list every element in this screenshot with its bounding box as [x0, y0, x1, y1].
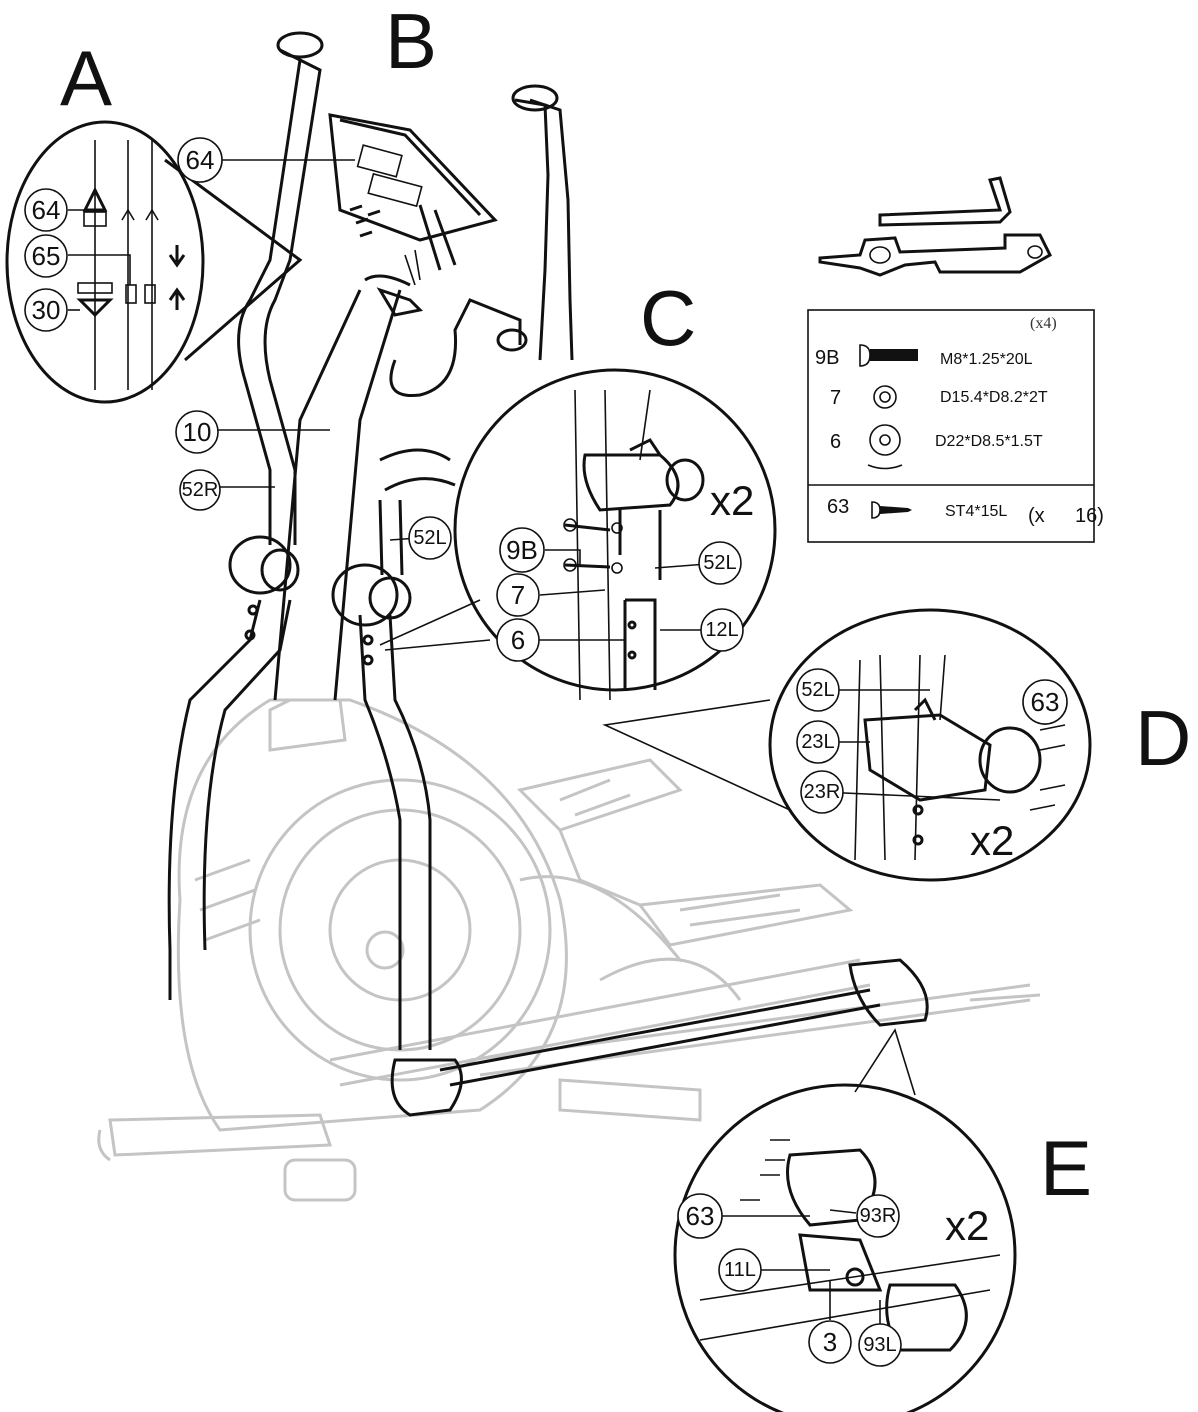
detail-c-callout [379, 368, 777, 701]
step-d-multiplier: x2 [970, 817, 1014, 864]
label-e-3: 3 [823, 1327, 837, 1357]
label-a-30: 30 [32, 295, 61, 325]
handlebar-arms [167, 31, 929, 1117]
step-c-multiplier: x2 [710, 477, 754, 524]
detail-a-labels: 64 65 30 [24, 188, 68, 332]
hw-spec-9b: M8*1.25*20L [940, 351, 1033, 368]
detail-d-labels: 52L 23L 23R 63 [796, 668, 1068, 814]
hw-spec-6: D22*D8.5*1.5T [935, 433, 1043, 450]
detail-c-labels: 9B 7 6 52L 12L [496, 527, 744, 662]
hw-qty-open-63: (x [1028, 505, 1045, 527]
label-a-64: 64 [32, 195, 61, 225]
label-d-63: 63 [1031, 687, 1060, 717]
hw-part-7: 7 [830, 387, 841, 409]
label-e-93r: 93R [860, 1205, 897, 1227]
label-e-11l: 11L [724, 1259, 756, 1281]
label-c-52l: 52L [703, 552, 736, 574]
hardware-table: (x4) 9B M8*1.25*20L 7 D15.4*D8.2*2T 6 D2… [807, 309, 1104, 543]
console-display [328, 113, 498, 286]
label-64-console: 64 [186, 145, 215, 175]
label-c-7: 7 [511, 580, 525, 610]
elliptical-frame-faint [97, 698, 1041, 1202]
hw-spec-7: D15.4*D8.2*2T [940, 389, 1048, 406]
label-c-9b: 9B [506, 535, 538, 565]
allen-key-icon [878, 176, 1012, 227]
quantity-header: (x4) [1030, 315, 1057, 332]
label-52r-arm: 52R [182, 479, 219, 501]
step-e-multiplier: x2 [945, 1202, 989, 1249]
flat-washer-icon [867, 424, 903, 470]
spanner-icon [818, 233, 1052, 277]
step-b-letter: B [385, 0, 437, 85]
bolt-icon [859, 344, 918, 367]
label-e-63: 63 [686, 1201, 715, 1231]
detail-e-labels: 63 93R 11L 3 93L [677, 1193, 902, 1367]
label-d-23r: 23R [804, 781, 841, 803]
screw-icon [871, 501, 912, 519]
console-screws [349, 204, 381, 238]
hw-qty-value-63: 16) [1075, 505, 1104, 527]
hw-part-63: 63 [827, 496, 849, 518]
label-10-mast: 10 [183, 417, 212, 447]
label-e-93l: 93L [863, 1334, 896, 1356]
label-d-52l: 52L [801, 679, 834, 701]
label-a-65: 65 [32, 241, 61, 271]
hw-spec-63: ST4*15L [945, 503, 1007, 520]
hw-part-9b: 9B [815, 347, 839, 369]
label-c-12l: 12L [705, 619, 738, 641]
detail-e-callout [673, 1028, 1017, 1412]
step-d-letter: D [1135, 694, 1191, 782]
spring-washer-icon [873, 385, 897, 409]
step-c-letter: C [640, 274, 696, 362]
detail-d-callout [602, 608, 1092, 882]
main-part-labels: 64 10 52R 52L [175, 137, 452, 560]
detail-a-callout [5, 120, 303, 404]
step-a-letter: A [60, 34, 112, 122]
hw-part-6: 6 [830, 431, 841, 453]
step-e-letter: E [1040, 1124, 1092, 1212]
label-c-6: 6 [511, 625, 525, 655]
label-52l-arm: 52L [413, 527, 446, 549]
label-d-23l: 23L [801, 731, 834, 753]
